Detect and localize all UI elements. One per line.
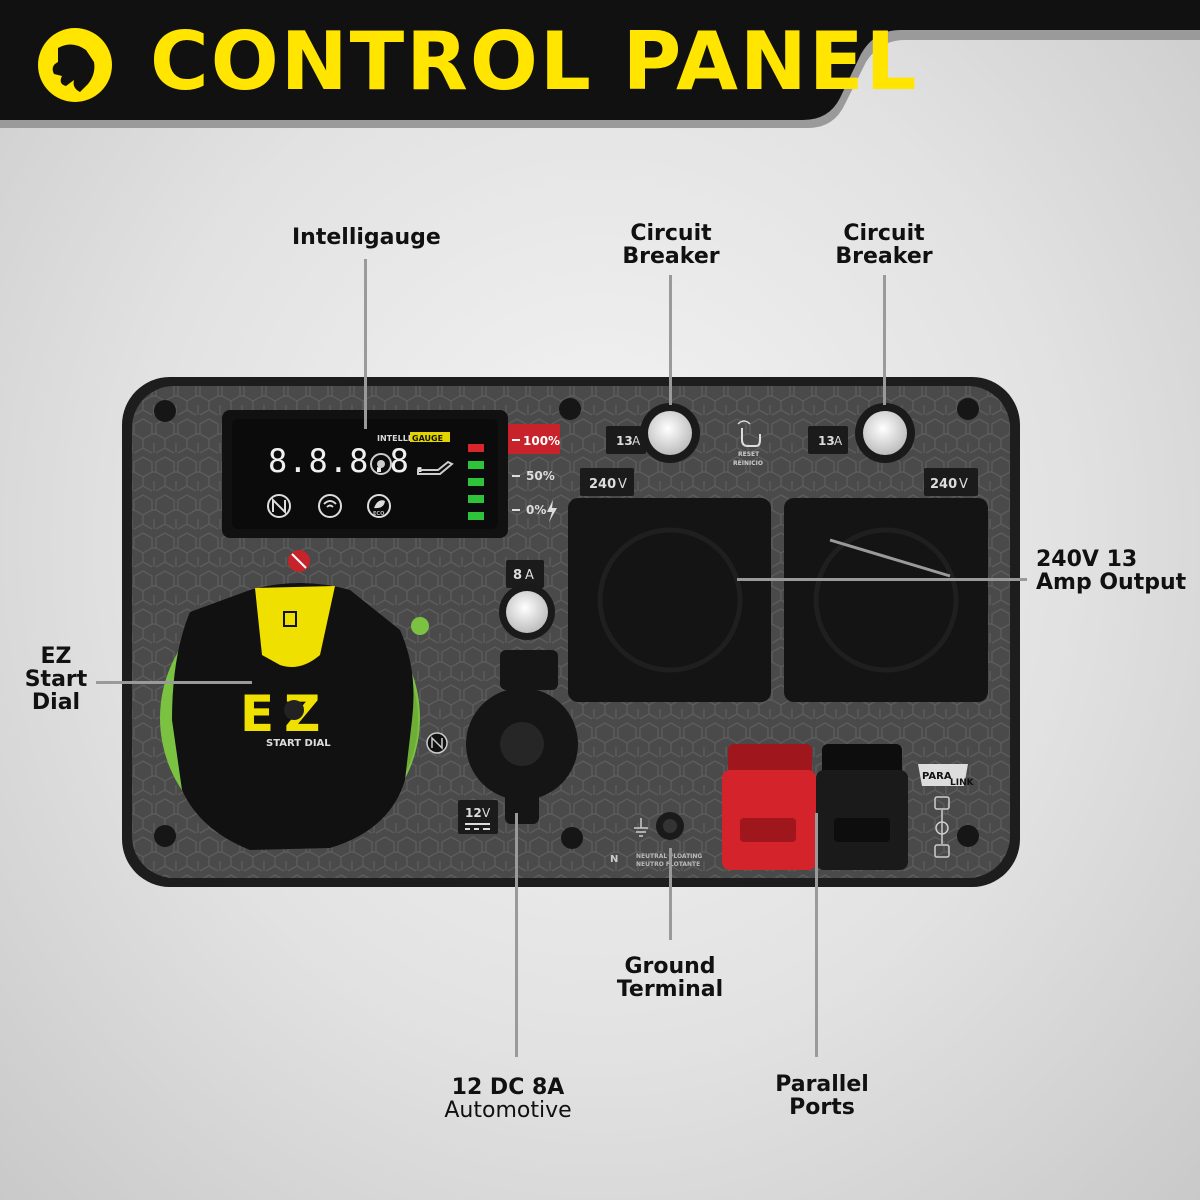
- outlet-right-unit: V: [959, 477, 968, 492]
- dc-circuit-breaker[interactable]: [499, 584, 555, 640]
- paralink-badge: [918, 764, 968, 786]
- reset-label: RESET: [738, 451, 760, 458]
- ez-start-leader: [96, 681, 252, 684]
- breaker-right-amps: 13: [818, 434, 835, 448]
- page-title: CONTROL PANEL: [150, 15, 919, 108]
- intelligauge-callout: Intelligauge: [292, 225, 441, 250]
- level-50: 50%: [526, 469, 555, 483]
- dc-leader: [515, 813, 518, 1057]
- para-label: PARA: [922, 771, 952, 782]
- outlet-240v-right[interactable]: [784, 498, 988, 702]
- header-banner: [0, 0, 1200, 128]
- ground-symbol-icon: [634, 818, 648, 837]
- breaker-left-leader: [669, 275, 672, 405]
- panel-screws: [154, 398, 979, 849]
- output-leader-diagonal: [829, 538, 951, 578]
- outlet-240v-left[interactable]: [568, 498, 771, 702]
- start-dial-label: START DIAL: [266, 738, 331, 749]
- dc-breaker-unit: A: [525, 568, 534, 583]
- choke-icon: [411, 617, 429, 635]
- outlet-right-volts: 240: [930, 477, 957, 492]
- outlet-left-unit: V: [618, 477, 627, 492]
- dc-volts: 12: [465, 806, 482, 820]
- bolt-icon: [547, 500, 557, 522]
- link-label: LINK: [950, 778, 975, 788]
- load-leds: [468, 444, 484, 520]
- output-leader: [737, 578, 1027, 581]
- circuit-breaker-right[interactable]: [855, 403, 915, 463]
- breaker-left-amps: 13: [616, 434, 633, 448]
- level-0: 0%: [526, 503, 546, 517]
- wireless-icon[interactable]: [318, 494, 342, 518]
- breaker-right-leader: [883, 275, 886, 405]
- parallel-link-icon: [934, 796, 950, 858]
- parallel-port-black[interactable]: [816, 744, 908, 870]
- intelligauge-display: [222, 410, 508, 538]
- neutral-symbol: N: [610, 854, 618, 865]
- ground-leader: [669, 848, 672, 940]
- neutral-floating-es: NEUTRO FLOTANTE: [636, 861, 700, 868]
- parallel-leader: [815, 813, 818, 1057]
- ez-logo: EZ: [240, 685, 330, 743]
- oil-can-icon: [417, 460, 454, 475]
- reinicio-label: REINICIO: [733, 460, 763, 467]
- level-100-tag: [508, 424, 560, 454]
- gauge-label: GAUGE: [412, 434, 443, 443]
- dc-symbol-icon: [465, 823, 490, 830]
- ground-terminal[interactable]: [656, 812, 684, 840]
- dial-hub: [284, 700, 304, 720]
- dc-callout: 12 DC 8A Automotive: [444, 1075, 572, 1123]
- auto-throttle-icon[interactable]: [267, 494, 291, 518]
- circuit-breaker-left[interactable]: [640, 403, 700, 463]
- outlet-left-volts: 240: [589, 477, 616, 492]
- intelli-label: INTELLI: [377, 434, 411, 443]
- display-digits: 8.8.8.8.: [268, 442, 430, 480]
- fuel-icon: [370, 453, 392, 475]
- level-100: 100%: [523, 434, 560, 448]
- auto-icon: [426, 732, 448, 754]
- breaker-left-unit: A: [632, 434, 641, 448]
- eco-mode-icon[interactable]: [367, 494, 391, 518]
- dc-breaker-amps: 8: [513, 568, 522, 583]
- breaker-right-unit: A: [834, 434, 843, 448]
- brand-logo-icon: [38, 28, 112, 102]
- intelligauge-leader: [364, 259, 367, 429]
- reset-hand-icon: [737, 420, 761, 447]
- no-fuel-icon: [288, 550, 310, 572]
- parallel-port-red[interactable]: [722, 744, 816, 870]
- eco-label: ECO: [373, 511, 384, 517]
- dc-12v-outlet[interactable]: [466, 650, 578, 824]
- dc-volt-unit: V: [482, 806, 491, 820]
